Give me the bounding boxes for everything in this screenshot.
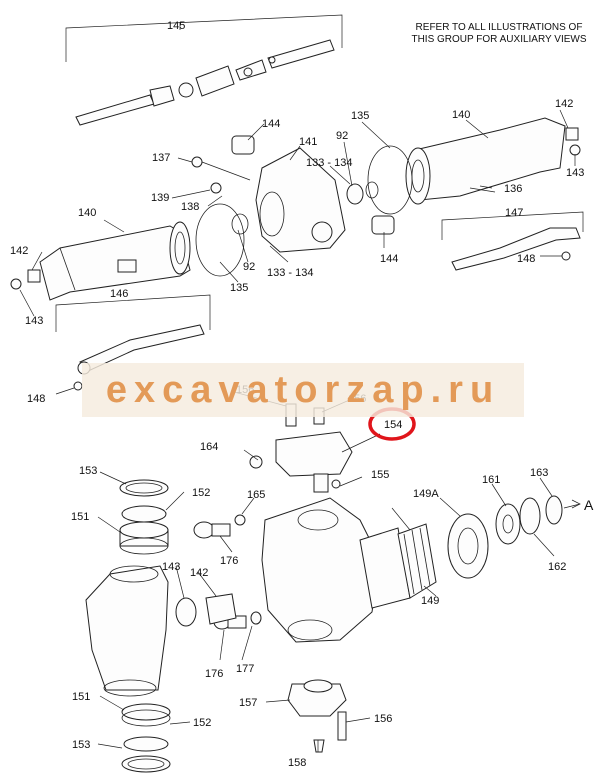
axle-housing-right-140	[405, 117, 581, 205]
callout-92: 92	[243, 261, 255, 273]
callout-141: 141	[299, 136, 317, 148]
callout-143: 143	[566, 167, 584, 179]
callout-163: 163	[530, 467, 548, 479]
callout-157: 157	[239, 697, 257, 709]
callout-149: 149	[421, 595, 439, 607]
differential-carrier-141	[191, 135, 413, 277]
callout-162: 162	[548, 561, 566, 573]
axle-housing-left-140	[10, 221, 191, 301]
callout-142: 142	[555, 98, 573, 110]
callout-labels: 145 144 141 135 140 142 137 92 133 - 134…	[10, 20, 594, 769]
callout-92: 92	[336, 130, 348, 142]
callout-142: 142	[190, 567, 208, 579]
note-line-2: THIS GROUP FOR AUXILIARY VIEWS	[411, 34, 587, 45]
callout-133-134: 133 - 134	[306, 157, 352, 169]
callout-158: 158	[288, 757, 306, 769]
callout-146: 146	[110, 288, 128, 300]
callout-143: 143	[162, 561, 180, 573]
callout-139: 139	[151, 192, 169, 204]
callout-164: 164	[200, 441, 218, 453]
callout-156: 156	[374, 713, 392, 725]
callout-140: 140	[78, 207, 96, 219]
note-line-1: REFER TO ALL ILLUSTRATIONS OF	[415, 22, 583, 33]
wheel-hub-left	[85, 479, 237, 773]
callout-161: 161	[482, 474, 500, 486]
callout-arrow-a: A	[584, 497, 594, 513]
callout-144: 144	[262, 118, 280, 130]
callout-152: 152	[193, 717, 211, 729]
callout-176: 176	[220, 555, 238, 567]
callout-145: 145	[167, 20, 185, 32]
callout-151: 151	[72, 691, 90, 703]
callout-144: 144	[380, 253, 398, 265]
callout-140: 140	[452, 109, 470, 121]
watermark-text: excavatorzap.ru	[105, 368, 501, 411]
callout-153: 153	[79, 465, 97, 477]
callout-176: 176	[205, 668, 223, 680]
callout-151: 151	[71, 511, 89, 523]
callout-155: 155	[371, 469, 389, 481]
tie-rod-right-147	[441, 211, 584, 271]
callout-135: 135	[351, 110, 369, 122]
callout-177: 177	[236, 663, 254, 675]
callout-133-134: 133 - 134	[267, 267, 313, 279]
callout-136: 136	[504, 183, 522, 195]
auxiliary-views-note: REFER TO ALL ILLUSTRATIONS OF THIS GROUP…	[404, 22, 594, 46]
callout-143: 143	[25, 315, 43, 327]
callout-154: 154	[384, 419, 402, 431]
callout-142: 142	[10, 245, 28, 257]
axle-shaft-145	[65, 14, 343, 126]
callout-153: 153	[72, 739, 90, 751]
callout-138: 138	[181, 201, 199, 213]
callout-165: 165	[247, 489, 265, 501]
watermark-banner: excavatorzap.ru	[82, 363, 524, 417]
callout-152: 152	[192, 487, 210, 499]
callout-148: 148	[517, 253, 535, 265]
callout-149a: 149A	[413, 488, 439, 500]
callout-135: 135	[230, 282, 248, 294]
callout-137: 137	[152, 152, 170, 164]
callout-148: 148	[27, 393, 45, 405]
leader-lines-top	[19, 109, 576, 395]
knuckle-lower-assembly	[193, 403, 581, 753]
callout-147: 147	[505, 207, 523, 219]
